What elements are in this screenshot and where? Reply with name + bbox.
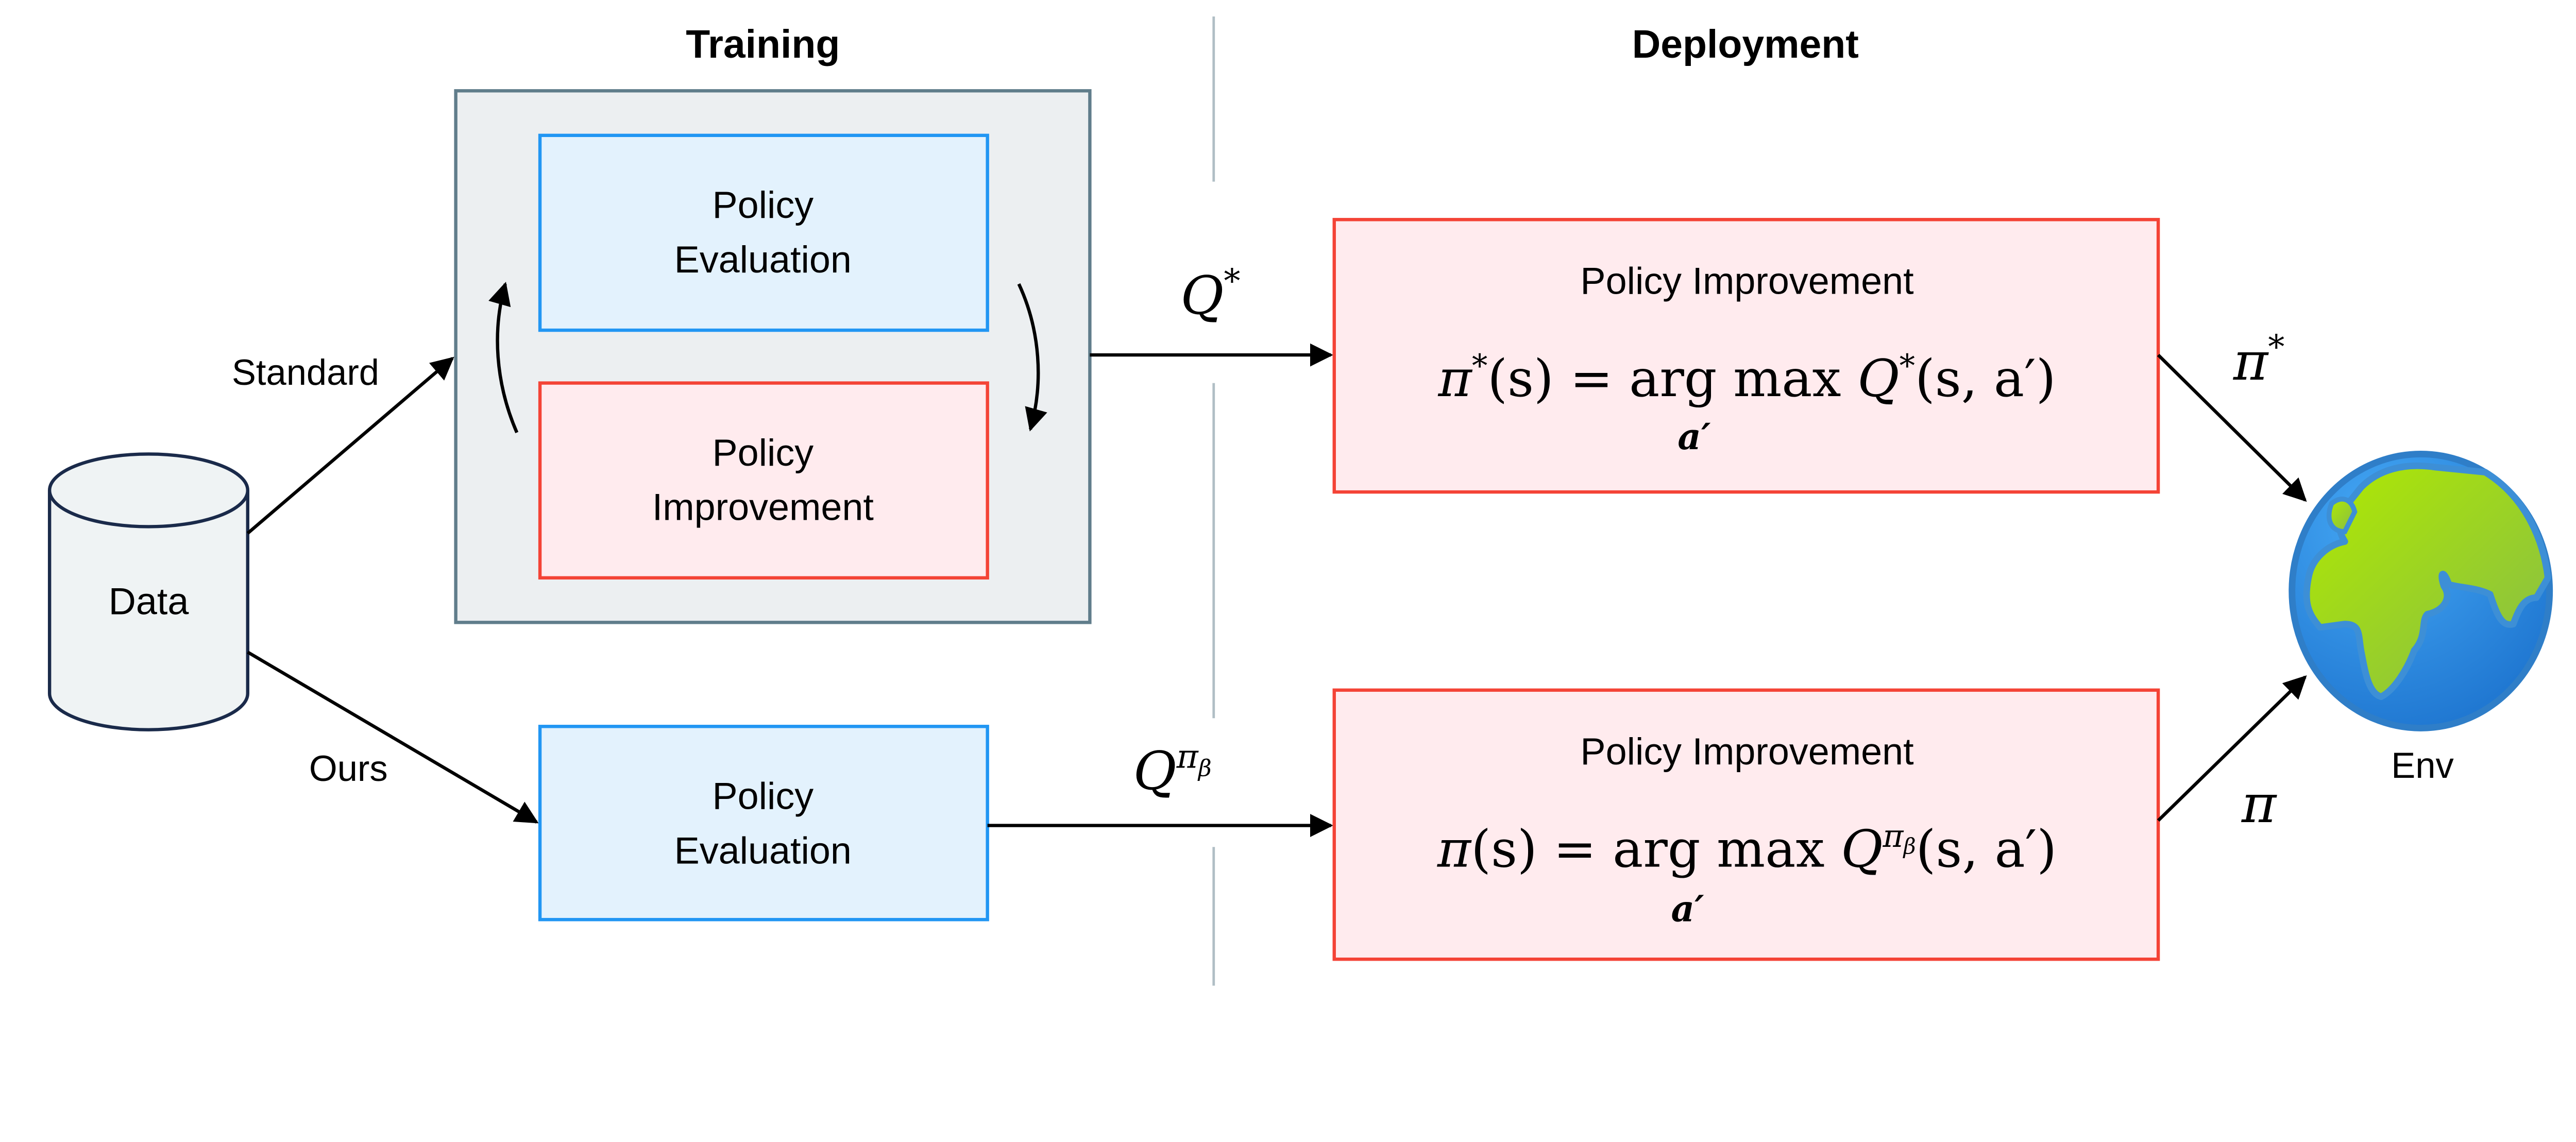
ours-policy-evaluation-label-2: Evaluation — [674, 829, 852, 872]
standard-label: Standard — [232, 352, 379, 393]
loop-arrow-down — [1017, 283, 1047, 432]
data-label: Data — [109, 579, 189, 622]
deployment-bottom-formula: π(s) = arg max Qπβ(s, a′) — [1437, 818, 2057, 879]
diagram-frame: Training Deployment Policy Evaluation Po… — [47, 16, 2553, 986]
deployment-top-formula: π*(s) = arg max Q*(s, a′) — [1438, 348, 2056, 408]
pi-label: π — [2241, 774, 2277, 835]
ours-arrow — [247, 651, 539, 824]
ours-policy-evaluation-label-1: Policy — [712, 775, 814, 817]
deployment-bottom-title: Policy Improvement — [1580, 730, 1913, 773]
standard-arrow — [246, 356, 454, 535]
deployment-policy-improvement-bottom — [1332, 688, 2160, 961]
globe-icon — [2289, 450, 2553, 731]
q-pi-beta-label: Qπβ — [1133, 738, 1212, 802]
training-title: Training — [686, 22, 840, 66]
ours-policy-evaluation-box — [538, 725, 989, 922]
pi-star-label: π* — [2233, 329, 2284, 393]
loop-arrow-up — [488, 281, 519, 434]
data-cylinder-icon — [47, 452, 249, 731]
pi-arrow — [2157, 675, 2307, 822]
policy-improvement-label-1: Policy — [712, 431, 814, 474]
policy-evaluation-label-1: Policy — [712, 183, 814, 226]
deployment-bottom-argmax-subscript: a′ — [1671, 887, 1704, 930]
deployment-title: Deployment — [1632, 22, 1859, 66]
deployment-top-argmax-subscript: a′ — [1677, 415, 1711, 458]
ours-label: Ours — [309, 748, 388, 789]
env-label: Env — [2391, 744, 2454, 786]
q-star-label: Q* — [1180, 262, 1240, 327]
pi-star-arrow — [2157, 353, 2307, 502]
deployment-policy-improvement-top — [1332, 218, 2160, 494]
policy-improvement-box — [538, 381, 989, 579]
policy-evaluation-label-2: Evaluation — [674, 238, 852, 281]
rl-diagram: Training Deployment Policy Evaluation Po… — [47, 16, 2553, 986]
policy-evaluation-box — [538, 133, 989, 332]
policy-improvement-label-2: Improvement — [652, 486, 874, 529]
deployment-top-title: Policy Improvement — [1580, 260, 1913, 302]
